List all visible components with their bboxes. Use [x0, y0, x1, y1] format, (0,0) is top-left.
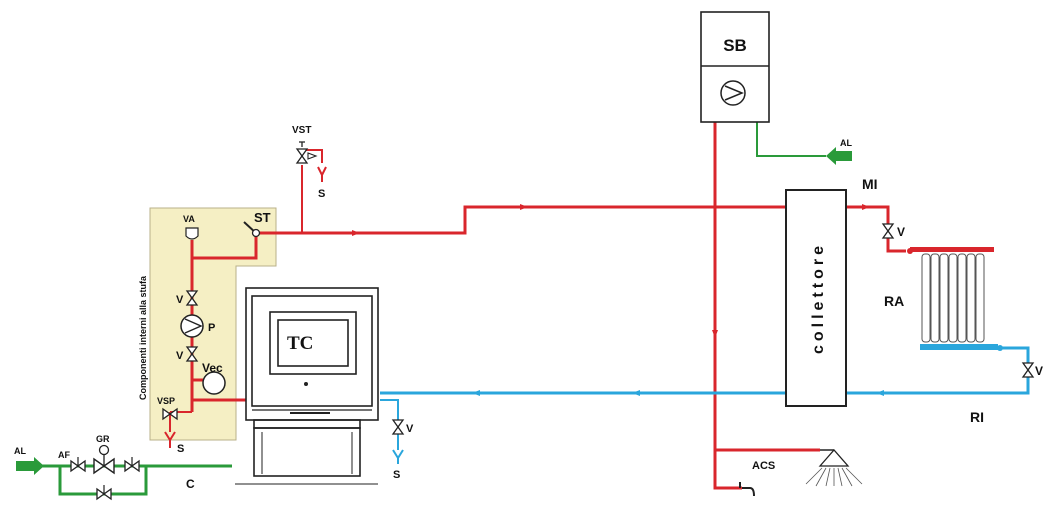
p-label: P [208, 322, 215, 334]
radiator-ra [907, 247, 1003, 351]
p-pump-icon [180, 314, 204, 338]
supply-arrow-top [826, 147, 852, 165]
vec-vessel-icon [202, 371, 226, 395]
s-drain-icon [392, 449, 404, 464]
sb-label: SB [723, 36, 747, 55]
va-vent-icon [185, 227, 199, 240]
tc-label: TC [287, 333, 313, 354]
supply-arrow-left [16, 457, 44, 475]
v-ri-label: V [1035, 364, 1043, 378]
s-drain-label: S [393, 469, 400, 481]
st-label: ST [254, 210, 271, 225]
v-drain-label: V [406, 423, 414, 435]
v-drain-valve-icon [392, 419, 404, 435]
mi-label: MI [862, 176, 878, 192]
vst-label: VST [292, 125, 311, 136]
c-label: C [186, 477, 195, 491]
acs-shower-icon [805, 449, 863, 487]
vec-label: Vec [202, 361, 223, 375]
vst-drain-icon [317, 166, 327, 182]
ri-label: RI [970, 409, 984, 425]
af-label: AF [58, 450, 70, 460]
al-top-label: AL [840, 138, 852, 148]
sb-pump-icon [720, 80, 746, 106]
af-valve-icon [70, 457, 86, 472]
gr-label: GR [96, 434, 110, 444]
flow-pipes [169, 120, 906, 490]
internal-components-panel [149, 207, 277, 441]
collector-label: collettore [810, 242, 827, 354]
st-sensor-icon [243, 221, 261, 238]
acs-label: ACS [752, 460, 775, 472]
v-mi-label: V [897, 225, 905, 239]
v-ri-valve-icon [1022, 362, 1034, 378]
ra-label: RA [884, 293, 904, 309]
s-top-label: S [318, 188, 325, 200]
internal-components-label: Componenti interni alla stufa [138, 275, 148, 400]
right-valve-icon [124, 457, 140, 472]
collector [785, 189, 847, 407]
vsp-drain-icon [164, 431, 176, 448]
vst-valve-icon [296, 141, 318, 164]
s-vsp-label: S [177, 443, 184, 455]
vsp-label: VSP [157, 396, 175, 406]
al-left-label: AL [14, 446, 26, 456]
stove-tc [235, 287, 379, 485]
v-lower-label: V [176, 350, 184, 362]
return-pipes [380, 346, 1030, 450]
v-upper-label: V [176, 294, 184, 306]
va-label: VA [183, 214, 195, 224]
acs-tap-icon [739, 482, 755, 497]
bypass-valve-icon [96, 485, 112, 500]
v-mi-valve-icon [882, 223, 894, 239]
gr-reducer-icon [93, 444, 115, 475]
